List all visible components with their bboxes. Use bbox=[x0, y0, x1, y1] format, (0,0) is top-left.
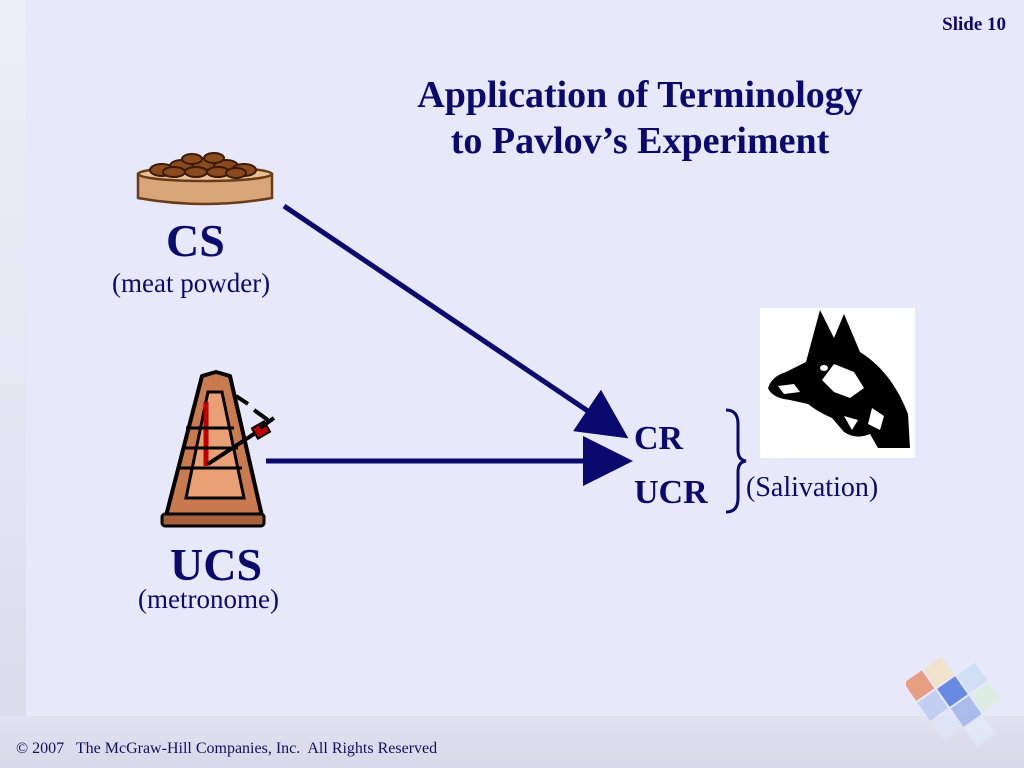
left-frame bbox=[0, 0, 26, 768]
dog-silhouette-icon bbox=[768, 310, 910, 448]
slide-number: Slide 10 bbox=[942, 14, 1006, 35]
dog-image bbox=[760, 308, 915, 458]
response-brace bbox=[725, 408, 747, 514]
slide-title: Application of Terminology to Pavlov’s E… bbox=[340, 72, 940, 164]
title-line-1: Application of Terminology bbox=[417, 74, 863, 116]
cs-caption: (meat powder) bbox=[112, 268, 271, 298]
cs-to-cr-arrow bbox=[282, 203, 629, 439]
bottom-frame bbox=[0, 716, 1024, 768]
meat-bowl-icon bbox=[136, 152, 274, 206]
decorative-corner-tiles bbox=[906, 656, 1002, 747]
title-line-2: to Pavlov’s Experiment bbox=[450, 120, 830, 162]
ucs-label: UCS bbox=[170, 539, 263, 590]
salivation-label: (Salivation) bbox=[746, 472, 879, 503]
footer-copyright: © 2007 The McGraw-Hill Companies, Inc. A… bbox=[16, 740, 438, 757]
metronome-icon bbox=[160, 370, 276, 528]
ucr-label: UCR bbox=[634, 474, 708, 511]
ucs-caption: (metronome) bbox=[138, 584, 279, 614]
cs-label: CS bbox=[166, 215, 225, 266]
cr-label: CR bbox=[634, 420, 684, 457]
